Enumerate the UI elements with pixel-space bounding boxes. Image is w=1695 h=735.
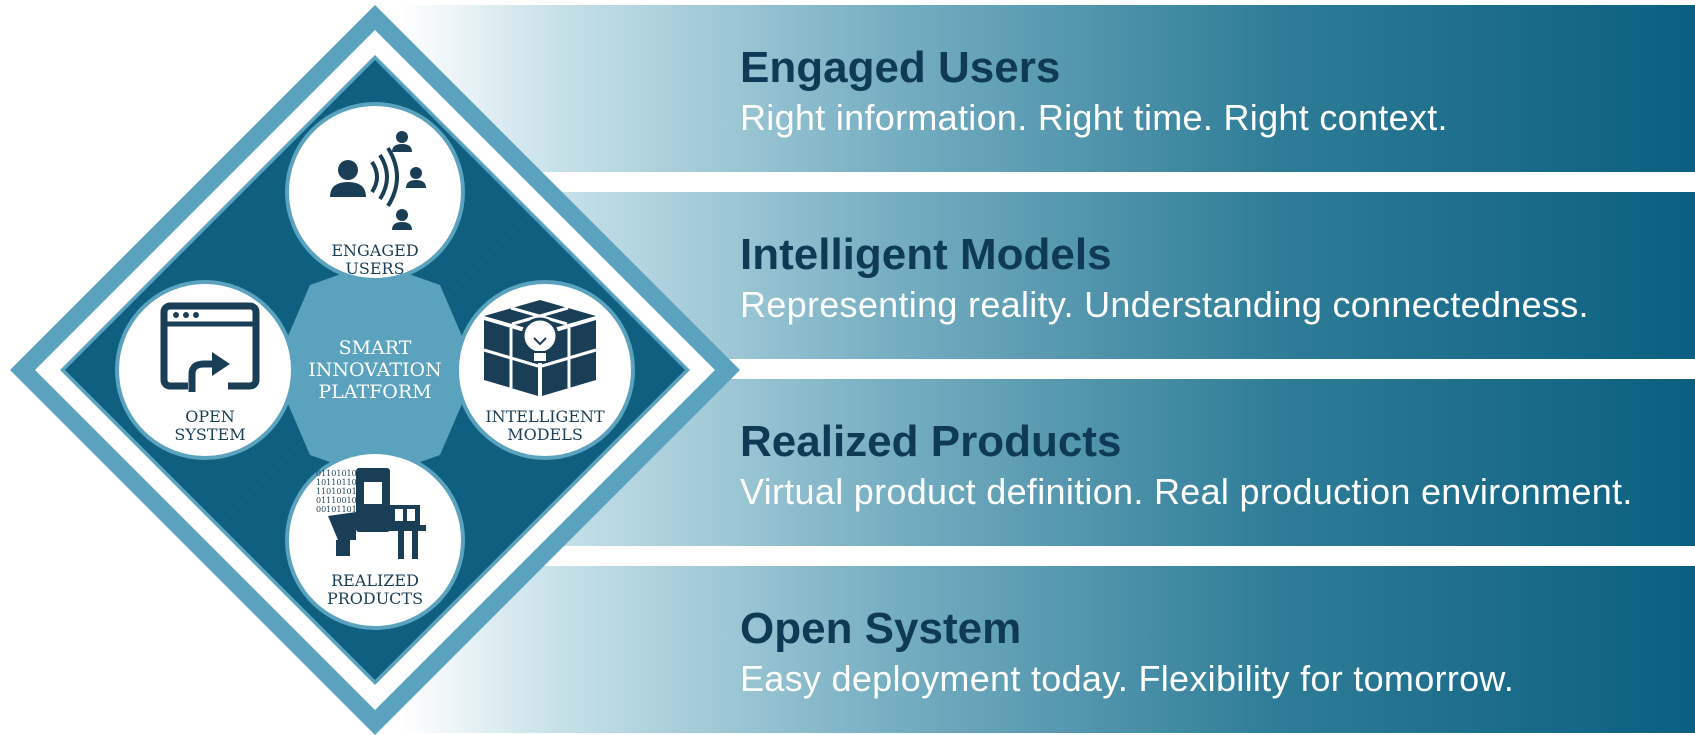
pillar-engaged-users: ENGAGED USERS: [285, 102, 465, 282]
pillar-label-line2: MODELS: [507, 425, 583, 444]
band-subtitle: Representing reality. Understanding conn…: [740, 284, 1589, 325]
pillar-label-line1: OPEN: [185, 407, 235, 426]
band-title: Engaged Users: [740, 43, 1061, 92]
band-subtitle: Easy deployment today. Flexibility for t…: [740, 658, 1515, 699]
pillar-label-line1: INTELLIGENT: [485, 407, 605, 426]
binary-line: 01110010: [316, 496, 357, 505]
pillar-label-line2: SYSTEM: [174, 425, 245, 444]
binary-line: 00101101: [316, 505, 357, 514]
pillar-realized-products: 01101010 10110110 11010101 01110010 0010…: [285, 450, 465, 630]
band-subtitle: Right information. Right time. Right con…: [740, 97, 1448, 138]
open-window-icon: [160, 302, 260, 392]
band-engaged-users: Engaged Users Right information. Right t…: [400, 5, 1695, 172]
lightbulb-cube-icon: [483, 300, 597, 396]
pillar-open-system: OPEN SYSTEM: [115, 280, 295, 460]
center-label-line3: PLATFORM: [318, 381, 431, 403]
smart-innovation-platform-diagram: SMART INNOVATION PLATFORM ENGAGED USERS: [10, 5, 740, 735]
center-label-line1: SMART: [339, 337, 412, 359]
band-title: Open System: [740, 604, 1022, 653]
pillar-label-line2: USERS: [345, 259, 404, 278]
pillar-circle: [285, 102, 465, 282]
engaged-users-icon: [330, 131, 426, 230]
binary-line: 11010101: [316, 487, 357, 496]
pillar-label-line1: REALIZED: [331, 571, 419, 590]
center-label-line2: INNOVATION: [308, 359, 442, 381]
band-title: Intelligent Models: [740, 230, 1112, 279]
band-title: Realized Products: [740, 417, 1122, 466]
pillar-label-line1: ENGAGED: [331, 241, 418, 260]
band-open-system: Open System Easy deployment today. Flexi…: [400, 566, 1695, 733]
pillar-circle: [285, 450, 465, 630]
band-subtitle: Virtual product definition. Real product…: [740, 471, 1633, 512]
center-platform-shape: [282, 262, 468, 478]
pillar-label-line2: PRODUCTS: [327, 589, 423, 608]
pillar-intelligent-models: INTELLIGENT MODELS: [455, 280, 635, 460]
factory-machine-icon: 01101010 10110110 11010101 01110010 0010…: [316, 468, 426, 559]
binary-line: 10110110: [316, 478, 357, 487]
binary-line: 01101010: [316, 469, 357, 478]
